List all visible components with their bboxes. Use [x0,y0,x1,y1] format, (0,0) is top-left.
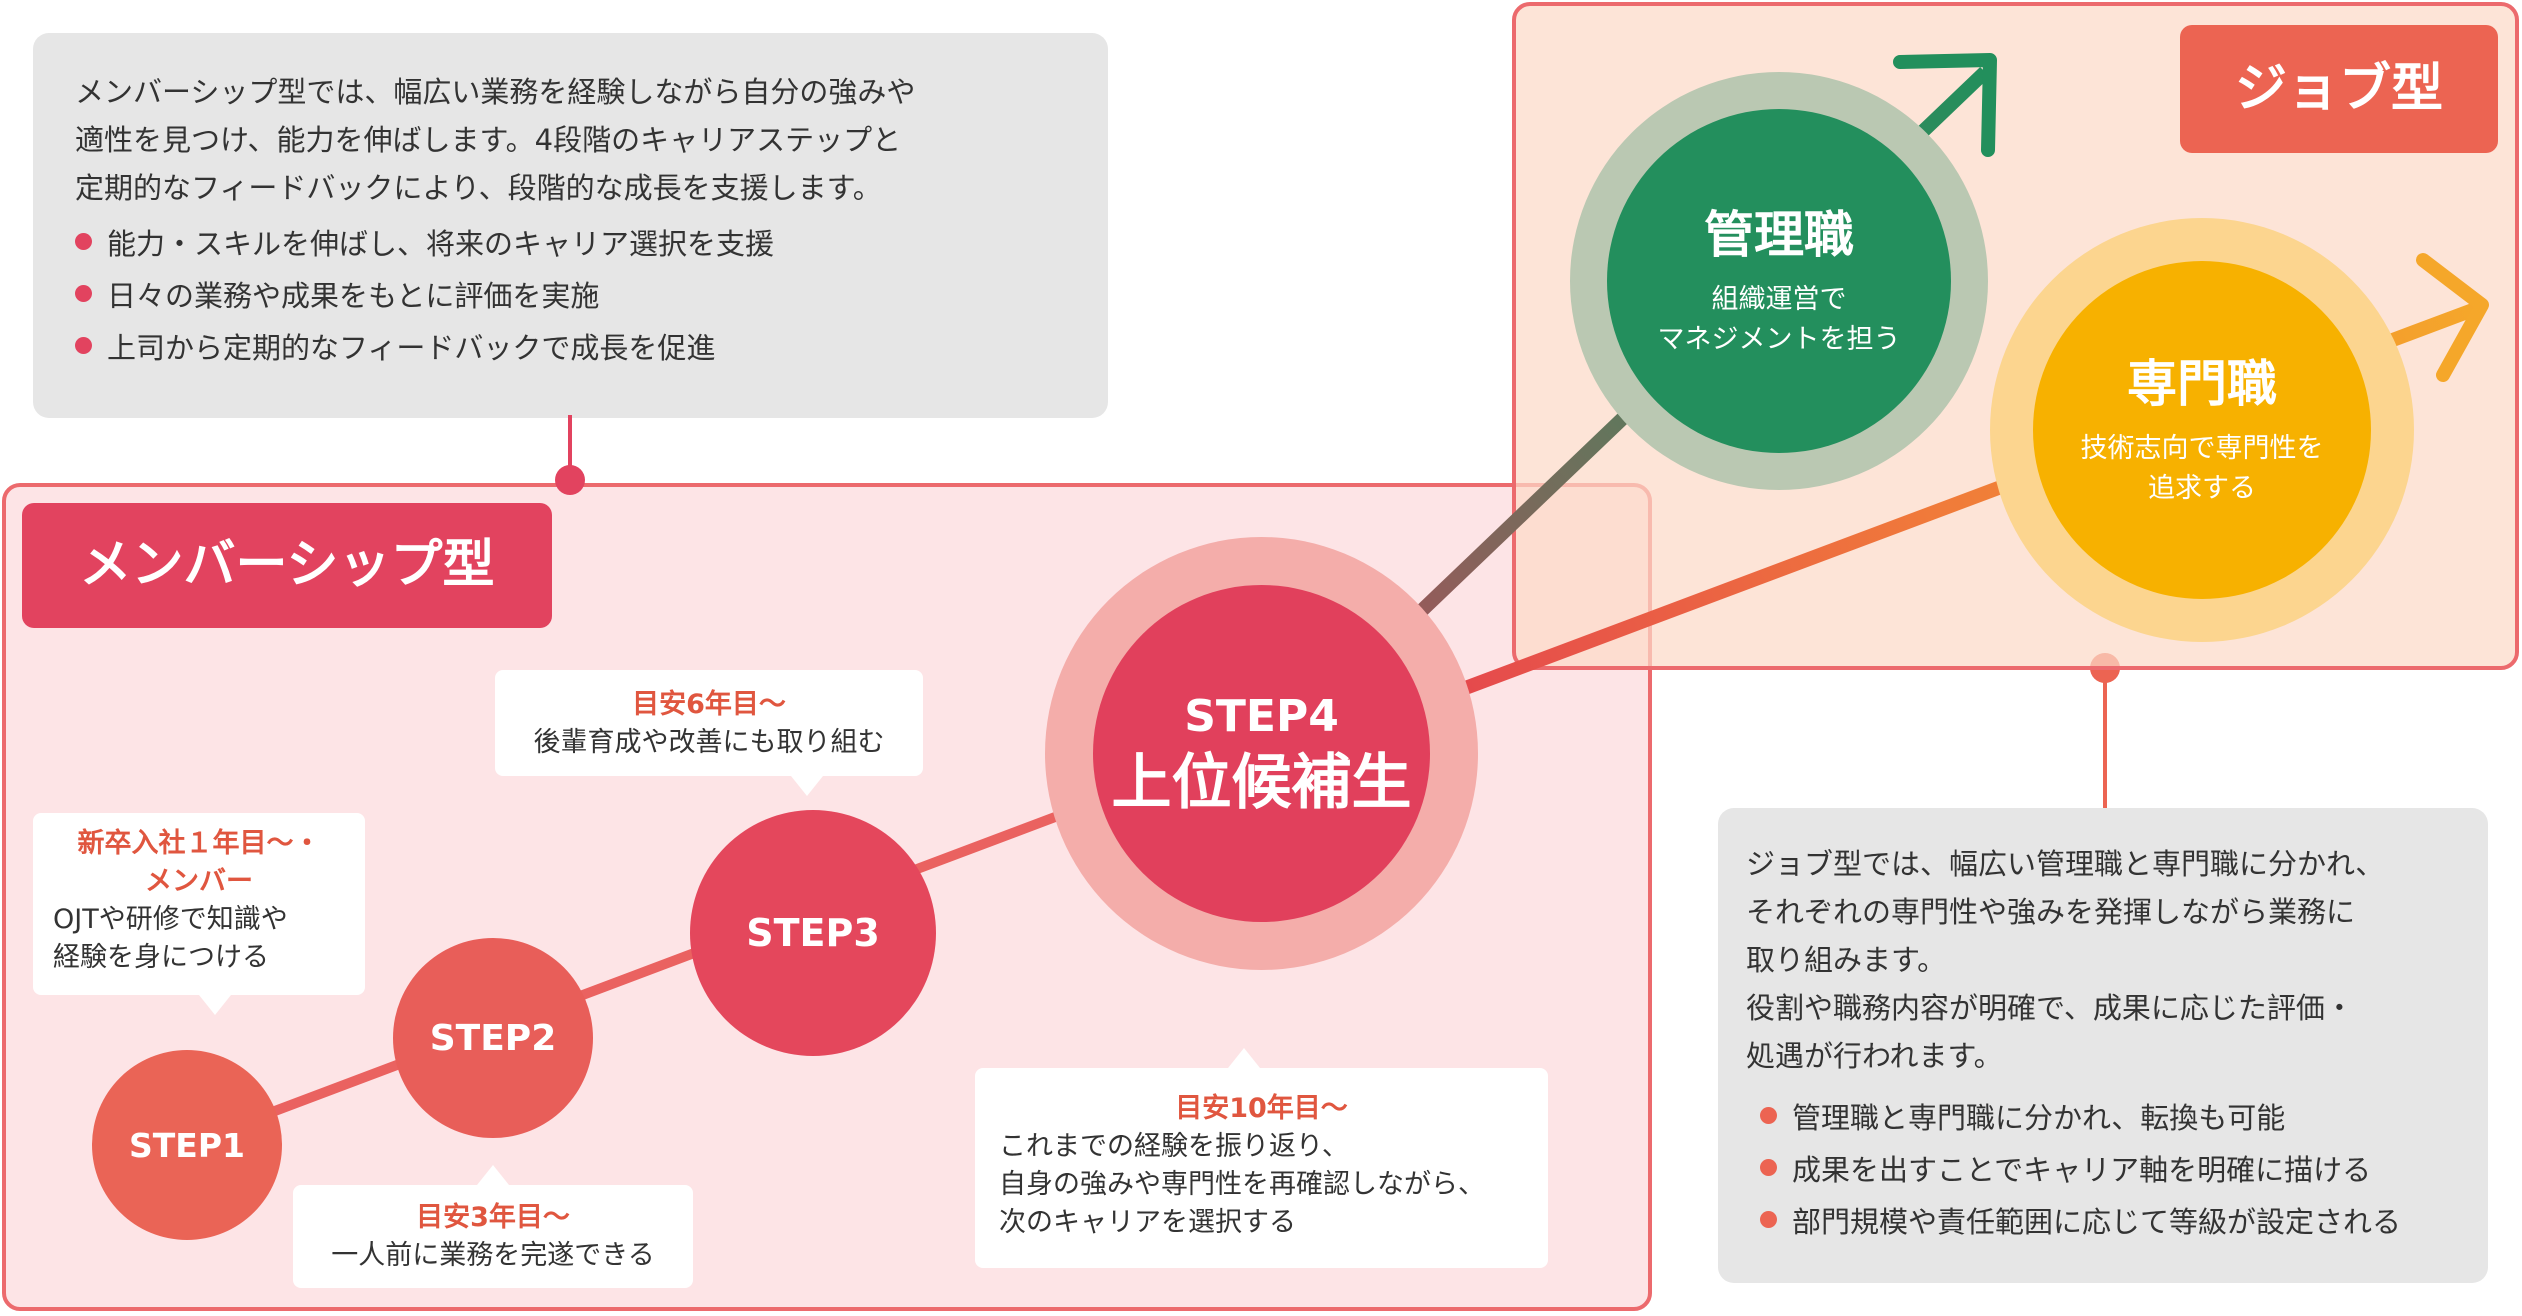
step4-title: 上位候補生 [1111,747,1412,818]
member-connector-dot [555,465,585,495]
membership-description-box: メンバーシップ型では、幅広い業務を経験しながら自分の強みや 適性を見つけ、能力を… [33,33,1108,418]
step1-label: STEP1 [129,1125,245,1165]
step3-label: STEP3 [746,911,880,955]
step4-callout-text: 自身の強みや専門性を再確認しながら、 [999,1169,1485,1200]
job-label: ジョブ型 [2180,25,2498,153]
management-line2: マネジメントを担う [1657,324,1901,355]
callout-pointer [477,1165,509,1185]
step1-callout-tag: メンバー [145,866,253,897]
membership-description-line: 適性を見つけ、能力を伸ばします。4段階のキャリアステップと [75,123,902,157]
job-description-box: ジョブ型では、幅広い管理職と専門職に分かれ、 それぞれの専門性や強みを発揮しなが… [1718,808,2488,1283]
step2-label: STEP2 [429,1017,557,1059]
membership-description-line: 定期的なフィードバックにより、段階的な成長を支援します。 [75,171,882,205]
job-description-line: それぞれの専門性や強みを発揮しながら業務に [1746,895,2356,929]
step3-callout: 目安6年目〜 後輩育成や改善にも取り組む [495,670,923,796]
step2-callout-text: 一人前に業務を完遂できる [331,1240,655,1271]
step2-node: STEP2 [393,938,593,1138]
base-path-line [188,780,1142,1148]
step4-callout: 目安10年目〜 これまでの経験を振り返り、 自身の強みや専門性を再確認しながら、… [975,1048,1548,1268]
specialist-line1: 技術志向で専門性を [2080,433,2324,464]
specialist-arrowhead [2416,253,2489,382]
membership-description-line: メンバーシップ型では、幅広い業務を経験しながら自分の強みや [75,75,916,109]
step4-callout-text: 次のキャリアを選択する [999,1207,1296,1238]
step1-callout-text: OJTや研修で知識や [53,904,288,935]
job-bullet: 成果を出すことでキャリア軸を明確に描ける [1760,1144,2460,1196]
management-node: 管理職 組織運営で マネジメントを担う [1607,109,1951,453]
step4-callout-tag: 目安10年目〜 [1175,1093,1348,1124]
step1-callout-text: 経験を身につける [53,942,269,973]
management-arrowhead [1893,53,1997,157]
job-bullet: 部門規模や責任範囲に応じて等級が設定される [1760,1196,2460,1248]
job-description-line: 役割や職務内容が明確で、成果に応じた評価・ [1746,991,2354,1025]
membership-bullet-list: 能力・スキルを伸ばし、将来のキャリア選択を支援 日々の業務や成果をもとに評価を実… [75,218,1066,374]
callout-pointer [791,776,823,796]
job-bullet-list: 管理職と専門職に分かれ、転換も可能 成果を出すことでキャリア軸を明確に描ける 部… [1746,1092,2460,1248]
job-bullet: 管理職と専門職に分かれ、転換も可能 [1760,1092,2460,1144]
membership-bullet: 上司から定期的なフィードバックで成長を促進 [75,322,1066,374]
step4-callout-text: これまでの経験を振り返り、 [999,1131,1349,1162]
step1-callout-tag: 新卒入社１年目〜・ [77,828,321,859]
management-line1: 組織運営で [1711,284,1847,315]
callout-pointer [199,995,231,1015]
step4-label: STEP4 [1184,690,1339,742]
job-description-line: 取り組みます。 [1746,943,1947,977]
specialist-node: 専門職 技術志向で専門性を 追求する [2033,261,2371,599]
membership-bullet: 日々の業務や成果をもとに評価を実施 [75,270,1066,322]
step3-node: STEP3 [690,810,936,1056]
step1-node: STEP1 [92,1050,282,1240]
step2-callout: 目安3年目〜 一人前に業務を完遂できる [293,1165,693,1288]
membership-bullet: 能力・スキルを伸ばし、将来のキャリア選択を支援 [75,218,1066,270]
specialist-line2: 追求する [2148,473,2256,504]
job-description-line: ジョブ型では、幅広い管理職と専門職に分かれ、 [1746,847,2385,881]
step2-callout-tag: 目安3年目〜 [416,1202,570,1233]
step1-callout: 新卒入社１年目〜・ メンバー OJTや研修で知識や 経験を身につける [33,813,365,1015]
membership-label: メンバーシップ型 [22,503,552,628]
job-description-line: 処遇が行われます。 [1746,1039,2003,1073]
callout-pointer [1228,1048,1260,1068]
step3-callout-text: 後輩育成や改善にも取り組む [533,727,885,758]
management-title: 管理職 [1704,206,1854,264]
step4-node: STEP4 上位候補生 [1093,585,1430,922]
specialist-title: 専門職 [2127,355,2277,413]
step3-callout-tag: 目安6年目〜 [632,689,786,720]
